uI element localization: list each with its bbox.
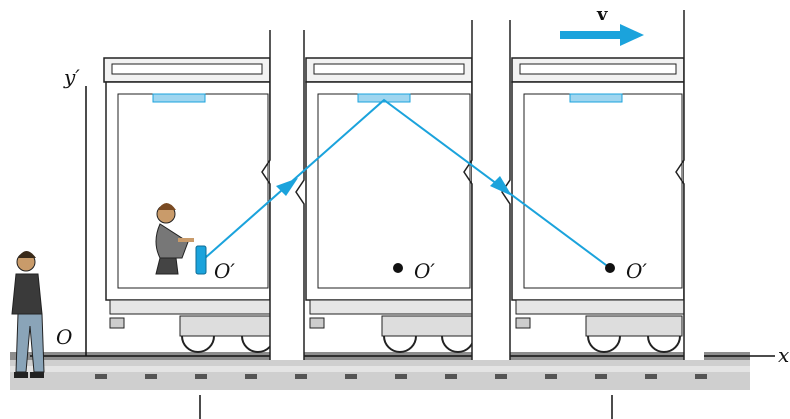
train-car-2: [305, 57, 475, 353]
train-car-3: [511, 57, 685, 353]
car-underframe: [109, 299, 271, 315]
origin-point-3: [605, 263, 615, 273]
arrow-right-icon: [560, 31, 622, 39]
velocity-arrow: [560, 24, 644, 46]
coupler: [309, 317, 325, 329]
light-beam: [204, 98, 611, 269]
sleepers: [95, 374, 707, 379]
ceiling-mirror: [569, 93, 623, 103]
track-bed: [10, 356, 750, 390]
ceiling-mirror: [357, 93, 411, 103]
car-underframe: [309, 299, 473, 315]
bogie: [585, 315, 683, 353]
car-interior: [117, 93, 269, 289]
car-interior: [523, 93, 683, 289]
coupler: [515, 317, 531, 329]
bogie: [381, 315, 475, 353]
moving-origin-label-2: O′: [414, 259, 435, 283]
break-gap-3: [675, 10, 704, 360]
flashlight-icon: [195, 245, 207, 275]
car-interior: [317, 93, 471, 289]
beam-arrowhead-down: [490, 176, 512, 196]
bogie: [179, 315, 275, 353]
ground-observer: [11, 251, 45, 378]
x-axis-label: x: [778, 343, 789, 367]
train-car-1: [103, 57, 275, 353]
train-observer: [155, 203, 194, 275]
ceiling-mirror: [152, 93, 206, 103]
beam-arrowhead-up: [276, 178, 298, 196]
ballast: [10, 366, 750, 372]
light-path: [204, 98, 611, 269]
y-axis-label: y′: [63, 65, 80, 89]
velocity-label: v: [596, 4, 608, 25]
track: [10, 352, 775, 419]
coupler: [109, 317, 125, 329]
moving-origin-label-3: O′: [626, 259, 647, 283]
moving-origin-label-1: O′: [214, 259, 235, 283]
origin-point-2: [393, 263, 403, 273]
car-underframe: [515, 299, 685, 315]
origin-label: O: [56, 325, 72, 349]
